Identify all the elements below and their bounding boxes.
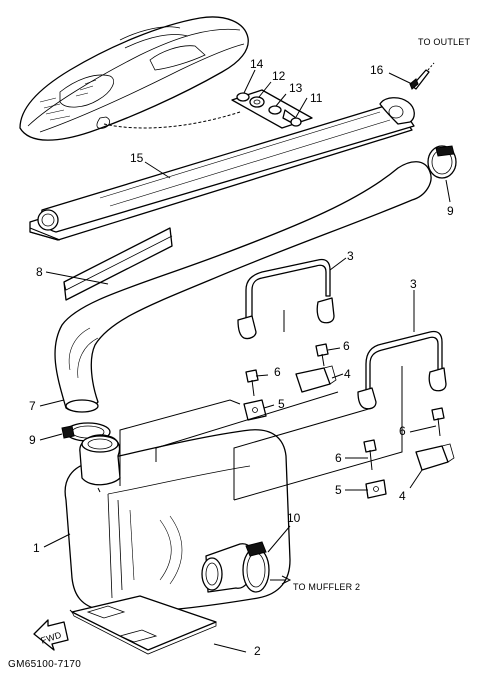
callout-10: 10 [287, 511, 301, 525]
callout-6-lower-left: 6 [335, 451, 342, 465]
callout-15: 15 [130, 151, 144, 165]
callout-12: 12 [272, 69, 286, 83]
callout-11: 11 [310, 91, 323, 105]
to-muffler-label: TO MUFFLER 2 [293, 582, 360, 592]
callout-6-upper-left: 6 [274, 365, 281, 379]
callout-5-lower: 5 [335, 483, 342, 497]
band-3-lower [357, 330, 447, 410]
callout-16: 16 [370, 63, 384, 77]
hose-fitting-assembly [231, 62, 435, 129]
callout-4-lower: 4 [399, 489, 406, 503]
watercraft-hull-illustration [19, 16, 249, 141]
plate-2 [71, 595, 217, 655]
leader-lines [39, 69, 451, 653]
diagram-code: GM65100-7170 [8, 659, 81, 670]
callout-2: 2 [254, 644, 261, 658]
bolts-6 [245, 343, 445, 471]
callout-6-upper-right: 6 [343, 339, 350, 353]
callout-6-lower-right: 6 [399, 424, 406, 438]
callout-3-upper: 3 [347, 249, 354, 263]
callout-3-lower: 3 [410, 277, 417, 291]
washer-13 [268, 105, 282, 115]
hose-7 [54, 161, 432, 413]
forward-arrow-icon: FWD [33, 619, 69, 651]
band-3-upper [237, 258, 335, 340]
hose-15 [29, 97, 415, 241]
nut-12 [249, 96, 265, 108]
damper-4-upper [295, 365, 337, 393]
callout-13: 13 [289, 81, 303, 95]
callout-1: 1 [33, 541, 40, 555]
bracket-5-upper [243, 399, 267, 421]
callout-4-upper: 4 [344, 367, 351, 381]
callout-7: 7 [29, 399, 36, 413]
callout-numbers: 14 12 13 11 16 15 9 8 3 3 6 6 4 5 6 6 5 … [29, 57, 454, 658]
hose-clamp-9-upper [427, 145, 457, 179]
bracket-5-lower [365, 479, 387, 499]
callout-8: 8 [36, 265, 43, 279]
insulator-8 [63, 227, 173, 301]
to-outlet-label: TO OUTLET [418, 37, 470, 47]
callout-14: 14 [250, 57, 264, 71]
damper-4-lower [415, 443, 455, 471]
callout-9-lower: 9 [29, 433, 36, 447]
gasket-14 [236, 92, 250, 102]
callout-5-upper: 5 [278, 397, 285, 411]
callout-9-upper: 9 [447, 204, 454, 218]
hose-clamp-10 [242, 541, 270, 593]
